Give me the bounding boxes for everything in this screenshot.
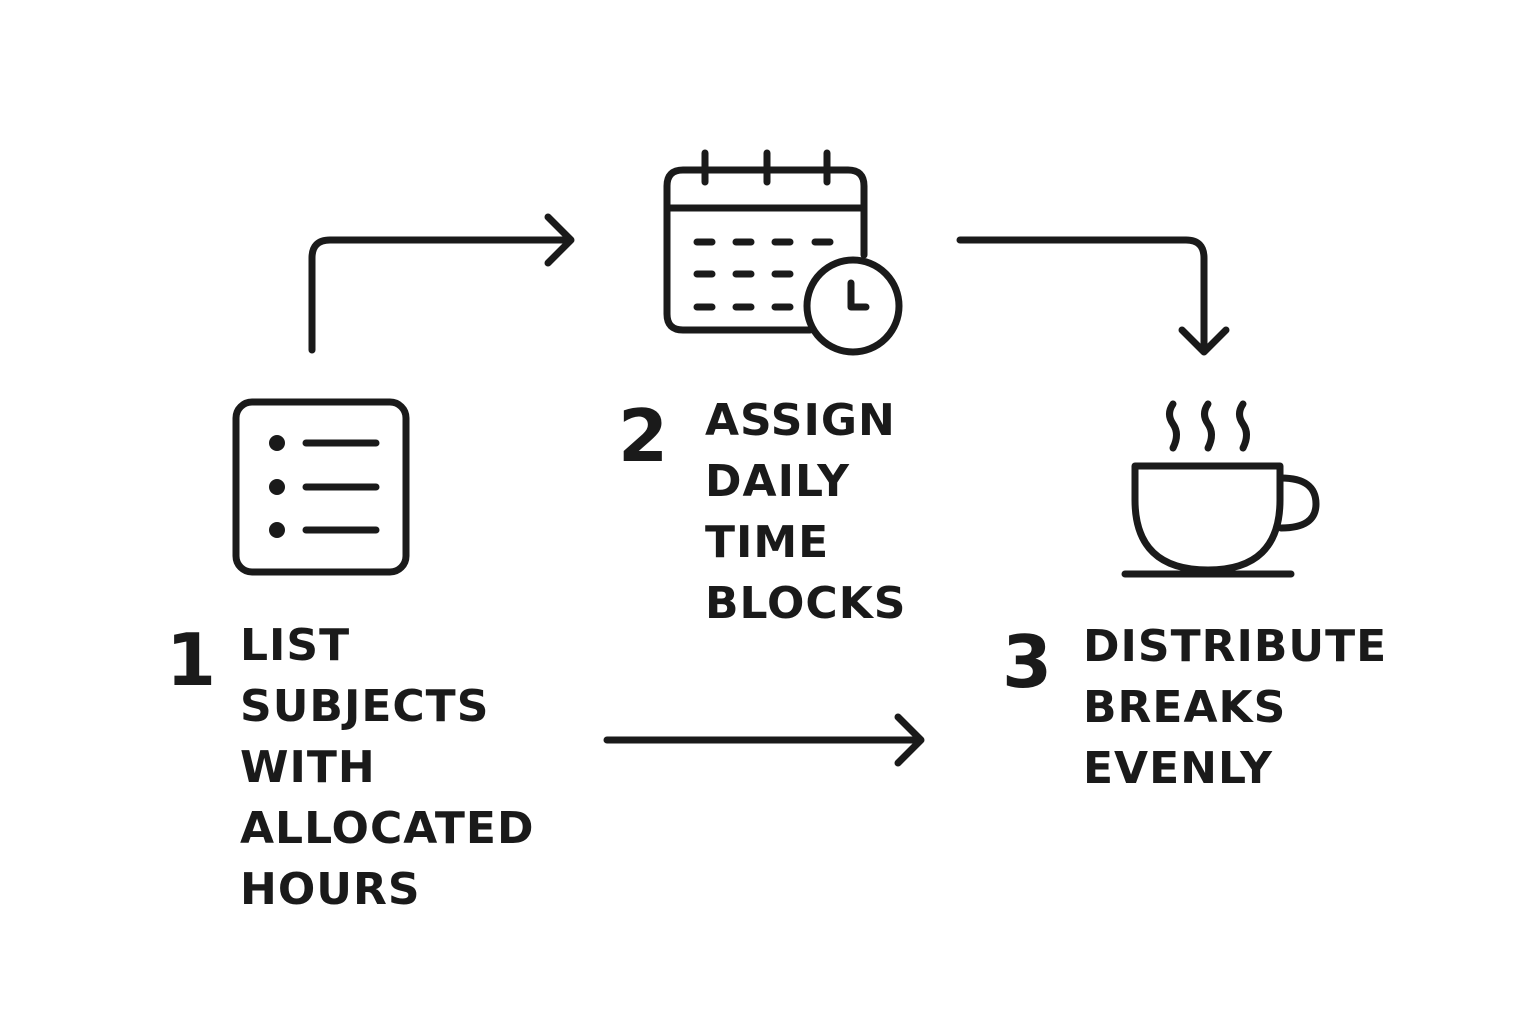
calendar-clock-icon — [663, 149, 903, 356]
step-2-label-line: ASSIGN — [705, 395, 896, 446]
connector-arrow-1-to-3 — [603, 713, 925, 767]
step-3-label-line: BREAKS — [1083, 682, 1287, 733]
step-3-label-line: EVENLY — [1083, 743, 1274, 794]
step-1-label-line: SUBJECTS — [240, 681, 490, 732]
step-2-number: 2 — [618, 394, 669, 478]
connector-arrow-2-to-3 — [956, 236, 1230, 356]
step-2-label: ASSIGN DAILY TIME BLOCKS — [705, 390, 907, 634]
step-3-label-line: DISTRIBUTE — [1083, 621, 1388, 672]
step-1-label-line: ALLOCATED — [240, 803, 535, 854]
step-2-label-line: DAILY — [705, 456, 850, 507]
step-1-label-line: LIST — [240, 620, 351, 671]
step-2-label-line: TIME — [705, 517, 830, 568]
step-2-label-line: BLOCKS — [705, 578, 907, 629]
coffee-cup-icon — [1121, 400, 1320, 578]
clock-icon — [803, 256, 903, 356]
checklist-icon — [232, 398, 410, 576]
step-1-label-line: HOURS — [240, 864, 421, 915]
step-3-number: 3 — [1002, 620, 1053, 704]
step-1-number: 1 — [166, 618, 217, 702]
step-1-label-line: WITH — [240, 742, 376, 793]
step-3-label: DISTRIBUTE BREAKS EVENLY — [1083, 616, 1387, 799]
connector-arrow-1-to-2 — [308, 213, 575, 354]
step-1-label: LIST SUBJECTS WITH ALLOCATED HOURS — [240, 615, 534, 920]
